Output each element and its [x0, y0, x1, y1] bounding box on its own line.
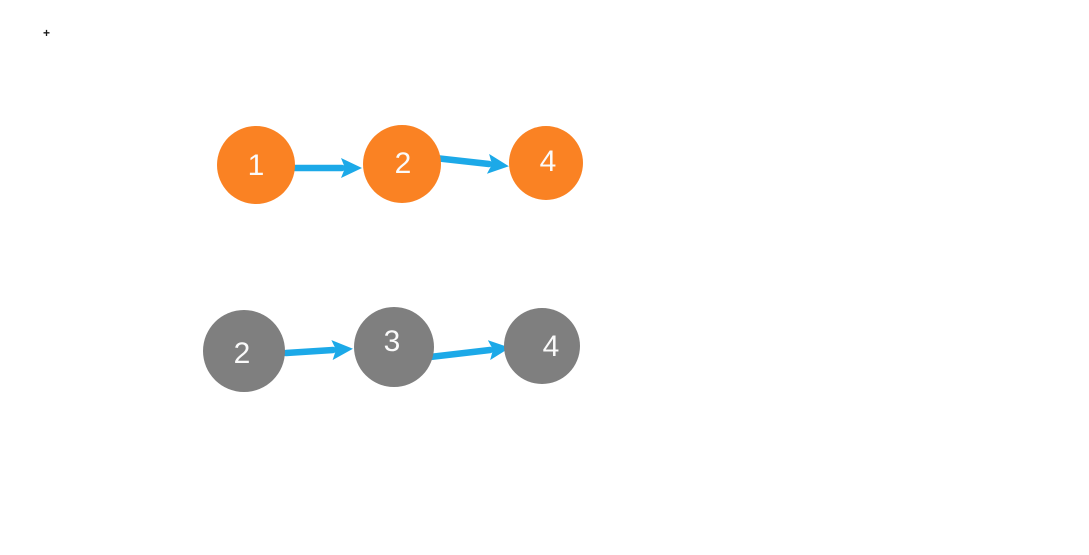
node-label: 2	[394, 147, 412, 180]
node-bottom-4: 4	[504, 308, 580, 384]
node-label: 1	[247, 149, 265, 182]
node-top-2: 2	[363, 125, 441, 203]
node-label: 2	[233, 337, 251, 370]
node-top-4: 4	[509, 126, 583, 200]
node-label: 3	[383, 325, 401, 358]
node-bottom-2: 2	[203, 310, 285, 392]
arrow-top-2-to-4	[431, 153, 509, 174]
arrow-bottom-2-to-3	[282, 340, 353, 361]
node-label: 4	[542, 330, 560, 363]
node-top-1: 1	[217, 126, 295, 204]
node-label: 4	[539, 145, 557, 178]
node-bottom-3: 3	[354, 307, 434, 387]
plus-marker: +	[43, 26, 51, 40]
arrow-bottom-3-to-4	[426, 340, 510, 361]
